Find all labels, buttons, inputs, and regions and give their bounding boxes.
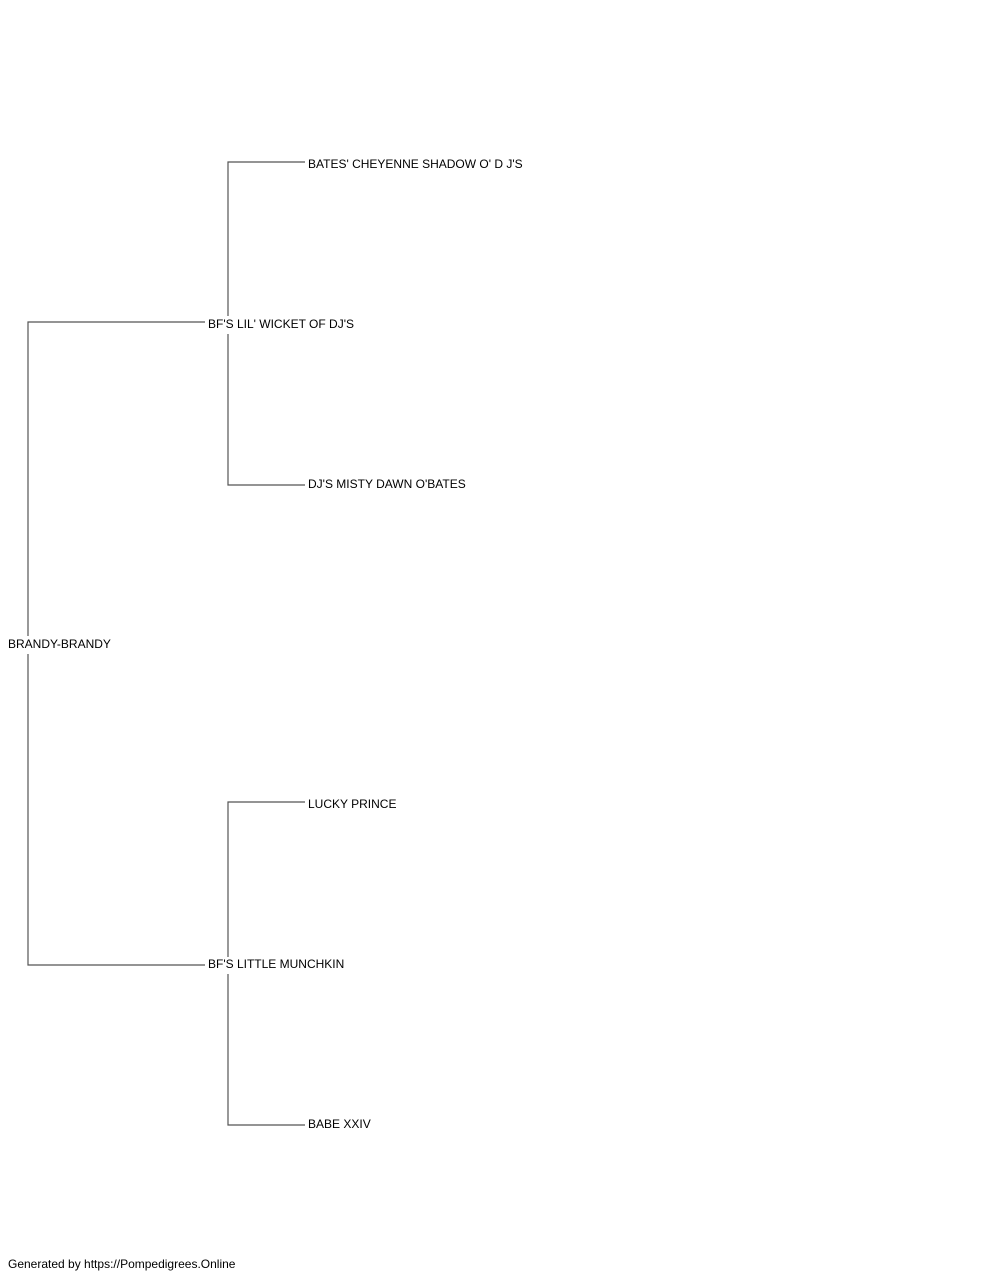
dam-dam-connector	[227, 974, 305, 1126]
sire-dam-name: DJ'S MISTY DAWN O'BATES	[307, 477, 467, 491]
dam-dam-name: BABE XXIV	[307, 1117, 372, 1131]
generator-credit: Generated by https://Pompedigrees.Online	[8, 1257, 236, 1271]
subject-name: BRANDY-BRANDY	[7, 637, 112, 651]
dam-sire-connector	[227, 801, 305, 957]
dam-name: BF'S LITTLE MUNCHKIN	[207, 957, 346, 971]
dam-sire-name: LUCKY PRINCE	[307, 797, 398, 811]
subject-sire-connector	[27, 321, 205, 636]
sire-sire-connector	[227, 161, 305, 316]
sire-dam-connector	[227, 334, 305, 486]
sire-sire-name: BATES' CHEYENNE SHADOW O' D J'S	[307, 157, 524, 171]
sire-name: BF'S LIL' WICKET OF DJ'S	[207, 317, 356, 331]
subject-dam-connector	[27, 654, 205, 966]
